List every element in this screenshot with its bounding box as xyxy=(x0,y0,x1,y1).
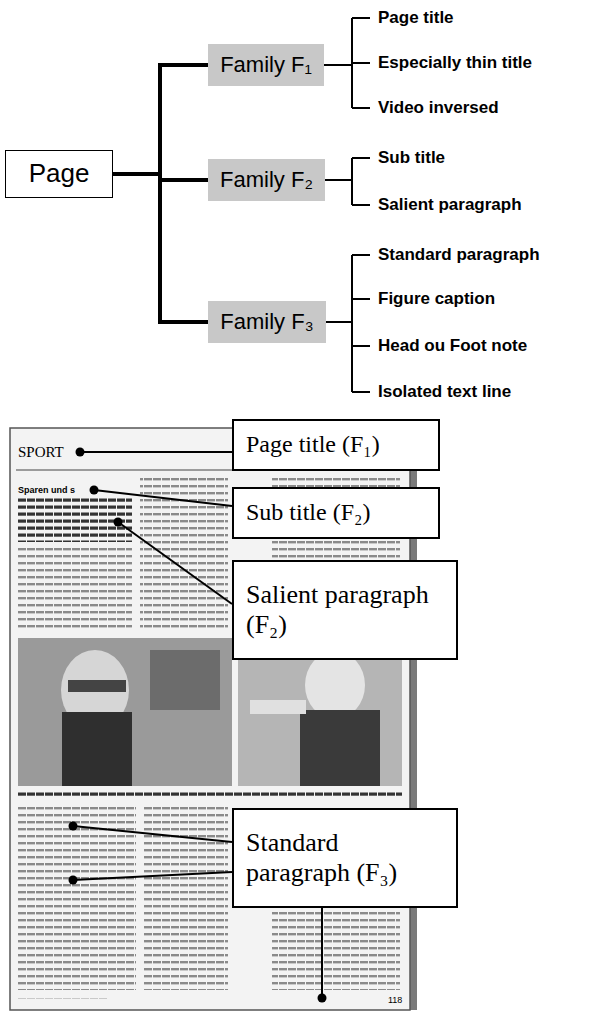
leader-line xyxy=(118,522,232,604)
photo-figure xyxy=(250,700,306,714)
leader-dot xyxy=(114,518,123,527)
leader-dot xyxy=(318,994,327,1003)
node-text: Family F₂ xyxy=(220,167,313,192)
node-text: Family F₁ xyxy=(220,52,312,77)
body-text xyxy=(18,806,136,990)
photo-figure xyxy=(300,710,380,786)
bracket-spine xyxy=(351,255,353,392)
newspaper-subtitle: Sparen und s xyxy=(18,485,75,495)
callout-box: Page title (F₁) xyxy=(232,419,440,471)
bracket-stem xyxy=(322,64,352,66)
node-text: Salient paragraph (F₂) xyxy=(246,580,444,640)
tree-connector xyxy=(113,65,208,174)
class-label: Head ou Foot note xyxy=(378,336,527,356)
newspaper-heading: SPORT xyxy=(18,444,64,461)
class-label: Standard paragraph xyxy=(378,245,540,265)
lead-text xyxy=(18,498,132,542)
node-text: Family F₃ xyxy=(220,309,313,334)
root-box: Page xyxy=(5,150,113,198)
leader-dot xyxy=(76,448,85,457)
class-label: Video inversed xyxy=(378,98,499,118)
leaf-brackets xyxy=(322,18,370,392)
photo xyxy=(18,638,232,786)
footer-text xyxy=(18,998,108,1003)
leader-line xyxy=(321,908,323,996)
node-text: Standard paragraph (F₃) xyxy=(246,828,444,888)
bracket-tick xyxy=(352,391,370,393)
family-box: Family F₂ xyxy=(208,159,325,201)
tree-connector xyxy=(113,174,208,322)
node-text: Page title (F₁) xyxy=(246,431,380,459)
bracket-tick xyxy=(352,298,370,300)
bracket-stem xyxy=(322,321,352,323)
bracket-spine xyxy=(351,158,353,205)
photo-figure xyxy=(68,680,126,692)
newspaper-page xyxy=(10,428,417,1010)
node-text: Sub title (F₂) xyxy=(246,499,370,527)
leader-dot xyxy=(69,822,78,831)
class-label: Isolated text line xyxy=(378,382,511,402)
figure-caption-text xyxy=(18,792,402,798)
bracket-tick xyxy=(352,62,370,64)
body-text xyxy=(272,912,400,990)
node-text: Page xyxy=(29,159,90,189)
leader-dot xyxy=(69,876,78,885)
photo-figure xyxy=(62,712,132,786)
bracket-tick xyxy=(352,157,370,159)
body-text xyxy=(140,476,228,630)
bracket-tick xyxy=(352,254,370,256)
class-label: Figure caption xyxy=(378,289,495,309)
leader-dot xyxy=(90,486,99,495)
family-box: Family F₁ xyxy=(208,44,324,86)
leader-line xyxy=(80,451,232,453)
body-text xyxy=(18,546,132,630)
bracket-tick xyxy=(352,204,370,206)
class-label: Especially thin title xyxy=(378,53,532,73)
class-label: Page title xyxy=(378,8,454,28)
leader-line xyxy=(73,872,232,880)
bracket-stem xyxy=(322,179,352,181)
photo-figure xyxy=(305,651,365,719)
photo-figure xyxy=(150,650,220,710)
leader-line xyxy=(73,826,232,842)
callout-box: Sub title (F₂) xyxy=(232,487,440,539)
class-label: Sub title xyxy=(378,148,445,168)
class-label: Salient paragraph xyxy=(378,195,522,215)
photo xyxy=(238,638,402,786)
bracket-tick xyxy=(352,107,370,109)
leader-line xyxy=(94,490,232,506)
callout-box: Standard paragraph (F₃) xyxy=(232,808,458,908)
callout-box: Salient paragraph (F₂) xyxy=(232,560,458,660)
bracket-tick xyxy=(352,345,370,347)
bracket-tick xyxy=(352,17,370,19)
family-box: Family F₃ xyxy=(208,301,326,343)
page-sheet xyxy=(10,428,410,1010)
page-number: 118 xyxy=(388,995,402,1005)
